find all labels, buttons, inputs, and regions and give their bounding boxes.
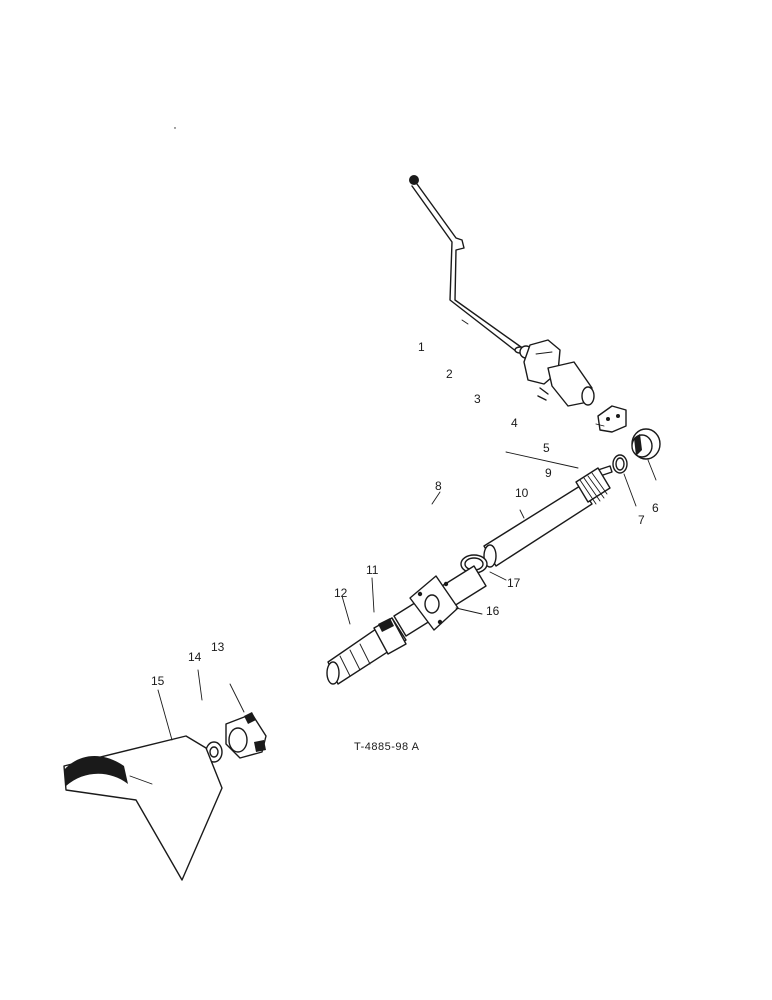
lever-housing bbox=[519, 339, 595, 407]
label-part-17: 17 bbox=[507, 576, 521, 590]
label-part-11: 11 bbox=[366, 563, 379, 577]
coupler-housing bbox=[225, 683, 267, 759]
label-part-5: 5 bbox=[543, 441, 550, 455]
label-part-6: 6 bbox=[652, 501, 659, 515]
label-part-9: 9 bbox=[545, 466, 552, 480]
label-part-1: 1 bbox=[418, 340, 425, 354]
label-part-4: 4 bbox=[511, 416, 518, 430]
shift-bracket bbox=[595, 405, 627, 433]
pto-shield bbox=[63, 689, 223, 881]
label-part-13: 13 bbox=[211, 640, 225, 654]
shift-lever bbox=[409, 175, 526, 354]
label-part-8: 8 bbox=[435, 479, 442, 493]
label-part-7: 7 bbox=[638, 513, 645, 527]
diagram-reference-code: T-4885-98 A bbox=[354, 741, 420, 753]
splined-shaft bbox=[483, 467, 611, 568]
end-cap bbox=[631, 428, 661, 481]
output-shaft bbox=[326, 565, 487, 685]
label-part-15: 15 bbox=[151, 674, 165, 688]
leader-lines bbox=[431, 451, 579, 505]
label-part-12: 12 bbox=[334, 586, 348, 600]
label-part-14: 14 bbox=[188, 650, 202, 664]
snap-ring bbox=[612, 454, 637, 507]
label-part-10: 10 bbox=[515, 486, 529, 500]
label-part-16: 16 bbox=[486, 604, 500, 618]
label-part-2: 2 bbox=[446, 367, 453, 381]
label-part-3: 3 bbox=[474, 392, 481, 406]
